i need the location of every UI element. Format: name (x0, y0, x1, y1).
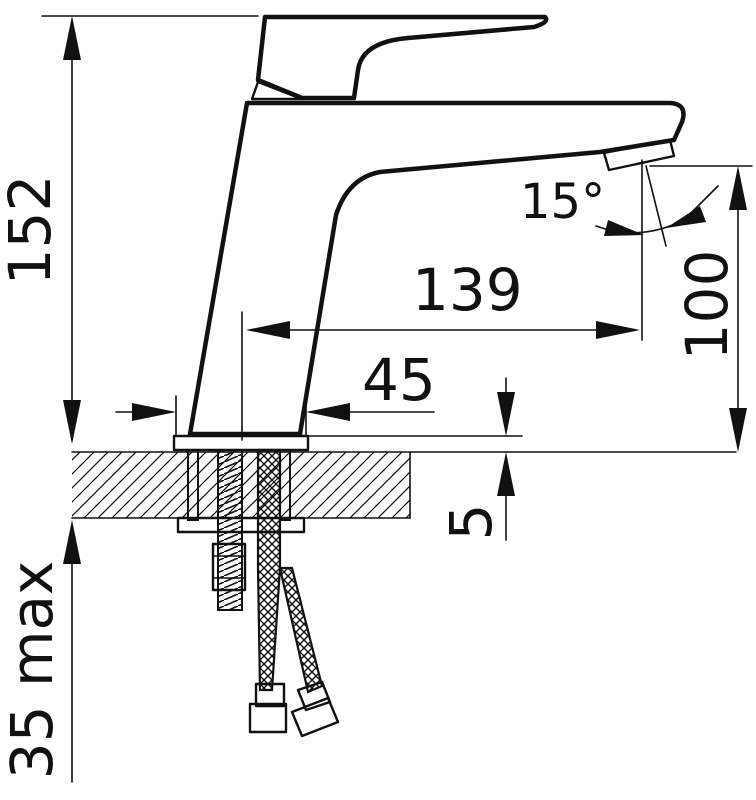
angle-arrow-left (604, 220, 644, 236)
dim-spout-reach: 139 (246, 159, 643, 341)
base-diameter-label: 45 (362, 346, 436, 414)
dim-max-counter-thickness: 35 max (0, 520, 81, 783)
arrow-5-bottom (497, 452, 515, 496)
flange-thickness-label: 5 (437, 504, 505, 541)
arrow-35-top (63, 520, 81, 564)
arrow-100-bottom (729, 408, 747, 452)
fixing-plate (176, 516, 306, 534)
hose-right (278, 566, 324, 694)
base-flange (172, 434, 310, 452)
hose-right-nut (290, 696, 340, 738)
hose-left (256, 448, 282, 692)
hose-left-ferrule (254, 682, 286, 708)
countertop (71, 451, 737, 519)
arrow-152-top (63, 16, 81, 60)
arrow-5-top (497, 392, 515, 436)
spout-height-label: 100 (673, 250, 741, 361)
faucet-spout-outline (187, 100, 686, 437)
left-rod-sleeve (187, 449, 199, 521)
dim-rotation-angle: 15° (520, 165, 719, 247)
arrow-139-right (596, 321, 640, 339)
max-counter-thickness-label: 35 max (0, 561, 66, 780)
spout-reach-label: 139 (412, 256, 523, 324)
overall-height-label: 152 (0, 175, 64, 286)
arrow-45-right (306, 403, 350, 421)
arrow-139-left (246, 321, 290, 339)
dim-flange-thickness: 5 (307, 377, 523, 541)
dim-base-diameter: 45 (115, 346, 436, 437)
arrow-100-top (729, 166, 747, 210)
arrow-152-bottom (63, 400, 81, 444)
lever-handle (250, 14, 549, 101)
dim-overall-height: 152 (0, 15, 259, 444)
dim-spout-height: 100 (649, 165, 753, 452)
angle-ray (645, 165, 667, 247)
rotation-angle-label: 15° (520, 174, 605, 230)
lever-neck (250, 80, 304, 101)
mounting-hardware (172, 434, 340, 738)
faucet-body (187, 100, 686, 437)
aerator (602, 138, 676, 172)
lever-top-outline (255, 14, 549, 101)
mounting-rod (217, 449, 243, 611)
arrow-45-left (132, 403, 176, 421)
fixing-nut (211, 542, 247, 592)
hose-left-nut (248, 702, 288, 734)
angle-arrow-right (666, 206, 706, 228)
